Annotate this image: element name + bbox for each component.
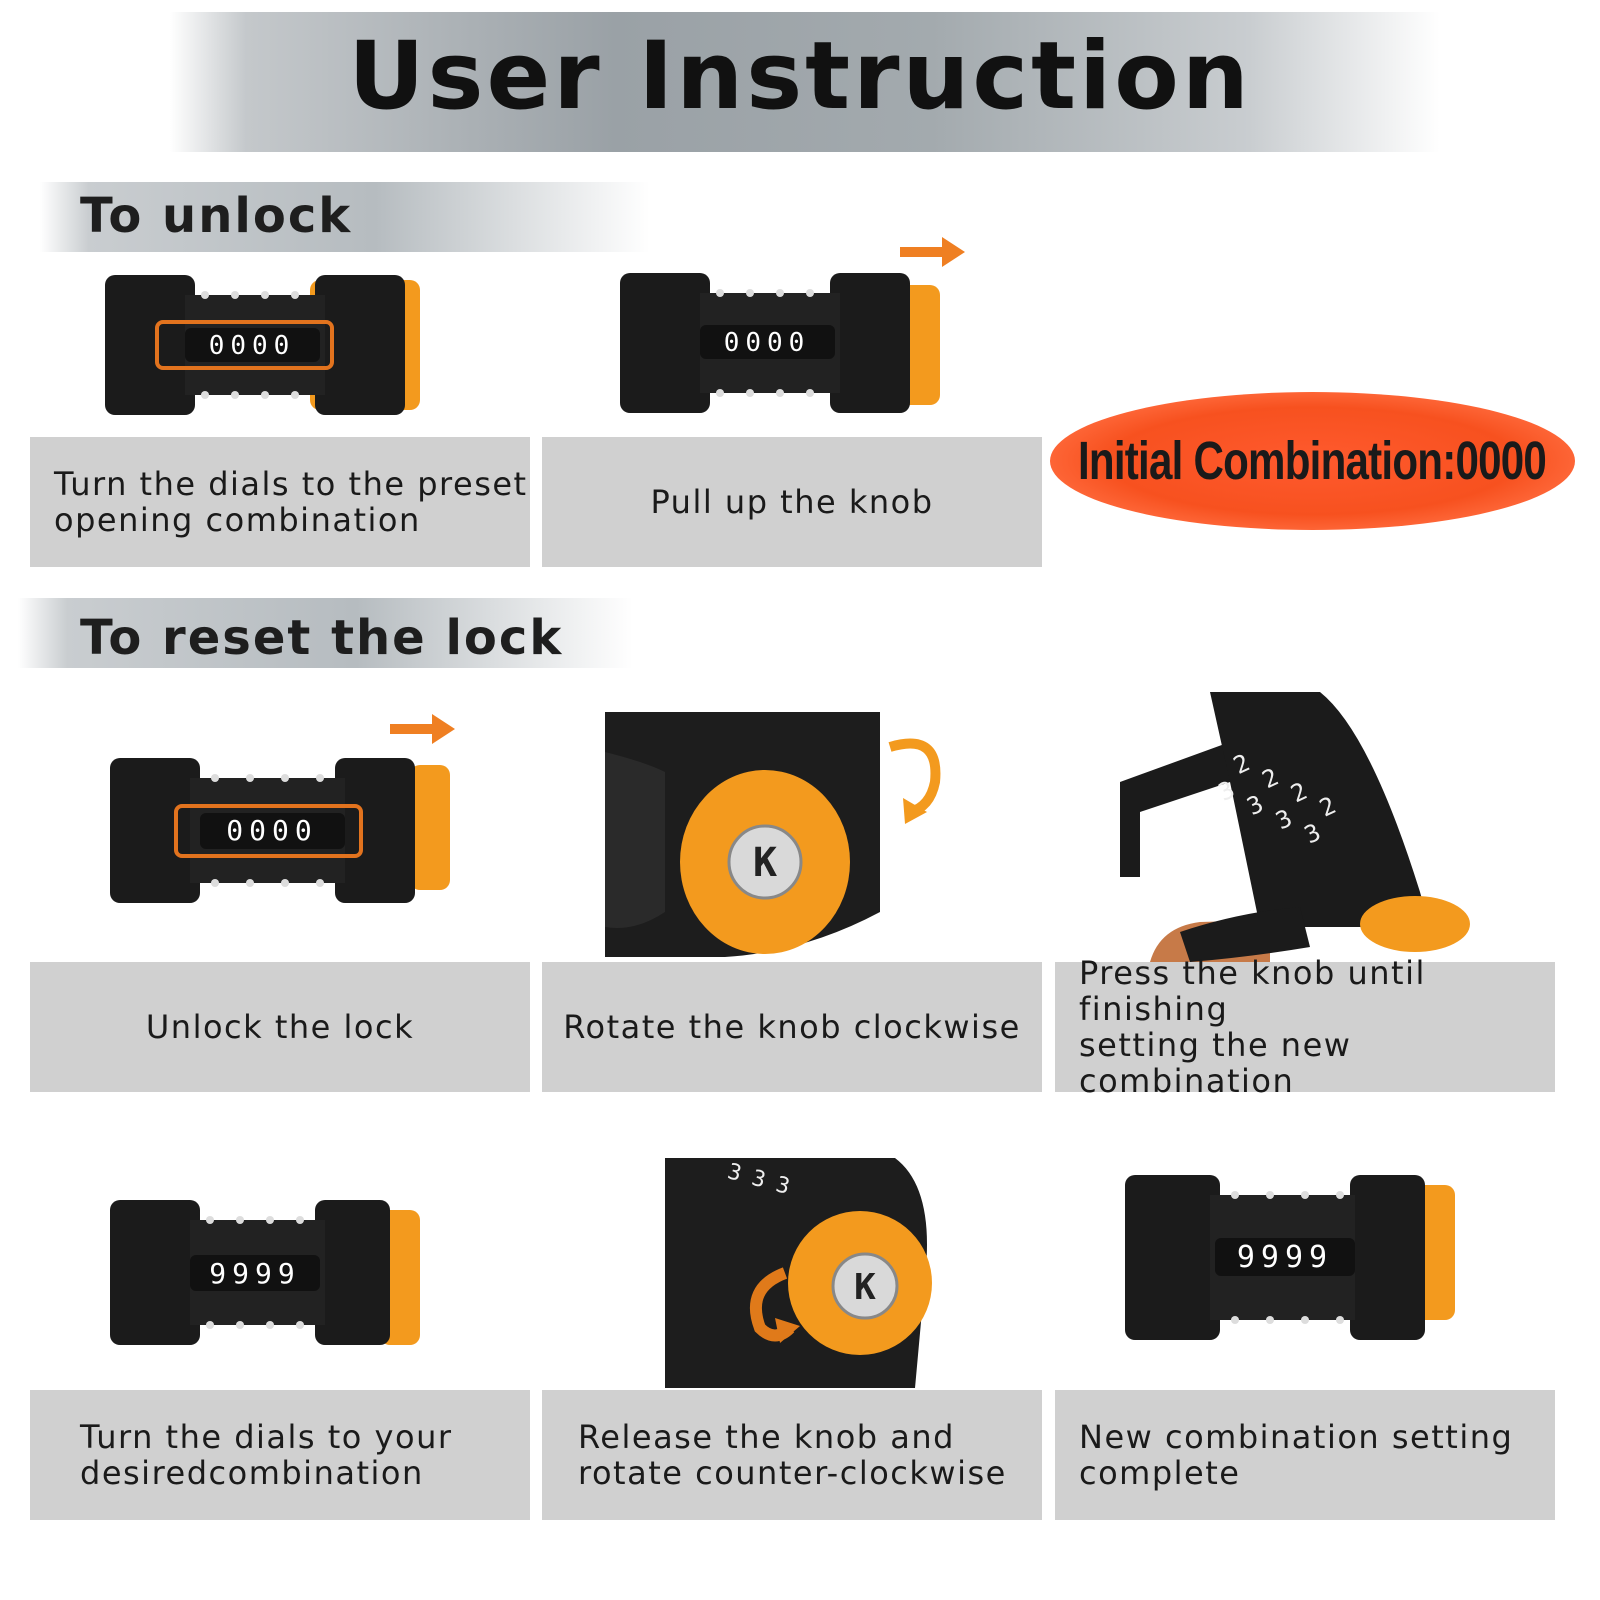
reset-heading: To reset the lock [80, 610, 564, 666]
lock-dials-9999-image: 9999 [110, 1200, 420, 1345]
svg-text:3: 3 [749, 1166, 768, 1194]
unlock-heading-banner [40, 182, 650, 252]
initial-combination-badge: Initial Combination:0000 [1050, 392, 1575, 530]
knob-clockwise-image: K [605, 712, 941, 957]
step-caption-turn-dials: Turn the dials to the preset opening com… [30, 437, 530, 567]
lock-knob-pulled-image: 0000 [620, 237, 965, 413]
dials-value: 0000 [209, 331, 296, 361]
step-caption-unlock: Unlock the lock [30, 962, 530, 1092]
step-caption-turn-dials-desired: Turn the dials to your desiredcombinatio… [30, 1390, 530, 1520]
dials-value: 9999 [1237, 1240, 1333, 1275]
svg-text:K: K [854, 1267, 876, 1308]
dials-value: 0000 [724, 328, 811, 358]
step-caption-rotate-clockwise: Rotate the knob clockwise [542, 962, 1042, 1092]
svg-text:3: 3 [725, 1159, 744, 1187]
arrow-right-icon [900, 237, 965, 267]
step-caption-press-knob: Press the knob until finishing setting t… [1055, 955, 1555, 1099]
arrow-right-icon [390, 714, 455, 744]
step-caption-complete: New combination setting complete [1055, 1390, 1555, 1520]
lock-dials-highlighted-image: 0000 [105, 275, 420, 415]
lock-complete-9999-image: 9999 [1125, 1175, 1455, 1340]
svg-text:3: 3 [773, 1172, 792, 1200]
dials-value: 9999 [209, 1257, 300, 1290]
step-caption-release-knob: Release the knob and rotate counter-cloc… [542, 1390, 1042, 1520]
unlock-heading: To unlock [80, 188, 353, 244]
title-banner [170, 12, 1440, 152]
lock-unlocked-image: 0000 [110, 714, 455, 903]
step-caption-pull-knob: Pull up the knob [542, 437, 1042, 567]
svg-text:K: K [753, 840, 777, 886]
page-title: User Instruction [348, 22, 1252, 131]
dials-value: 0000 [226, 814, 317, 847]
rotate-clockwise-icon [888, 738, 941, 817]
reset-heading-banner [18, 598, 633, 668]
